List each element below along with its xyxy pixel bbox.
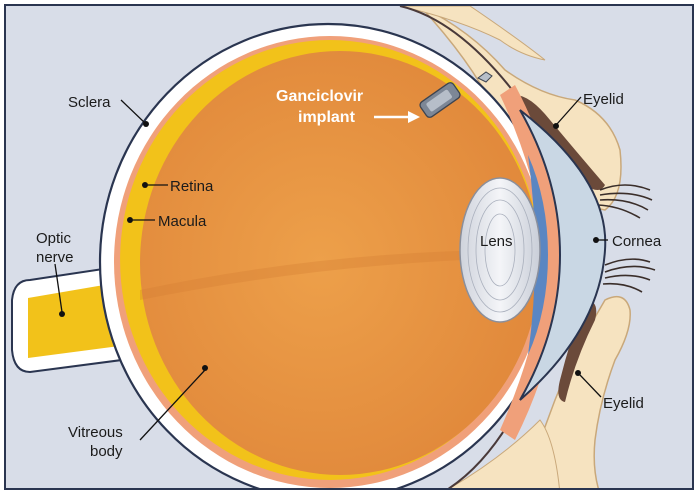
label-vitreous-line2: body	[90, 443, 123, 460]
label-sclera: Sclera	[68, 94, 111, 111]
label-eyelid-top: Eyelid	[583, 91, 624, 108]
label-optic-line1: Optic	[36, 230, 72, 247]
sclera-dot	[143, 121, 149, 127]
label-lens: Lens	[480, 233, 513, 250]
label-macula: Macula	[158, 213, 207, 230]
label-vitreous-line1: Vitreous	[68, 424, 123, 441]
eyelid-top-dot	[553, 123, 559, 129]
cornea-dot	[593, 237, 599, 243]
macula-dot	[127, 217, 133, 223]
label-cornea: Cornea	[612, 233, 662, 250]
retina-dot	[142, 182, 148, 188]
eyelid-bottom-dot	[575, 370, 581, 376]
label-ganciclovir-line1: Ganciclovir	[276, 88, 363, 105]
label-retina: Retina	[170, 178, 214, 195]
label-optic-line2: nerve	[36, 249, 74, 266]
label-ganciclovir-line2: implant	[298, 109, 356, 126]
vitreous-dot	[202, 365, 208, 371]
label-eyelid-bottom: Eyelid	[603, 395, 644, 412]
optic-nerve-dot	[59, 311, 65, 317]
